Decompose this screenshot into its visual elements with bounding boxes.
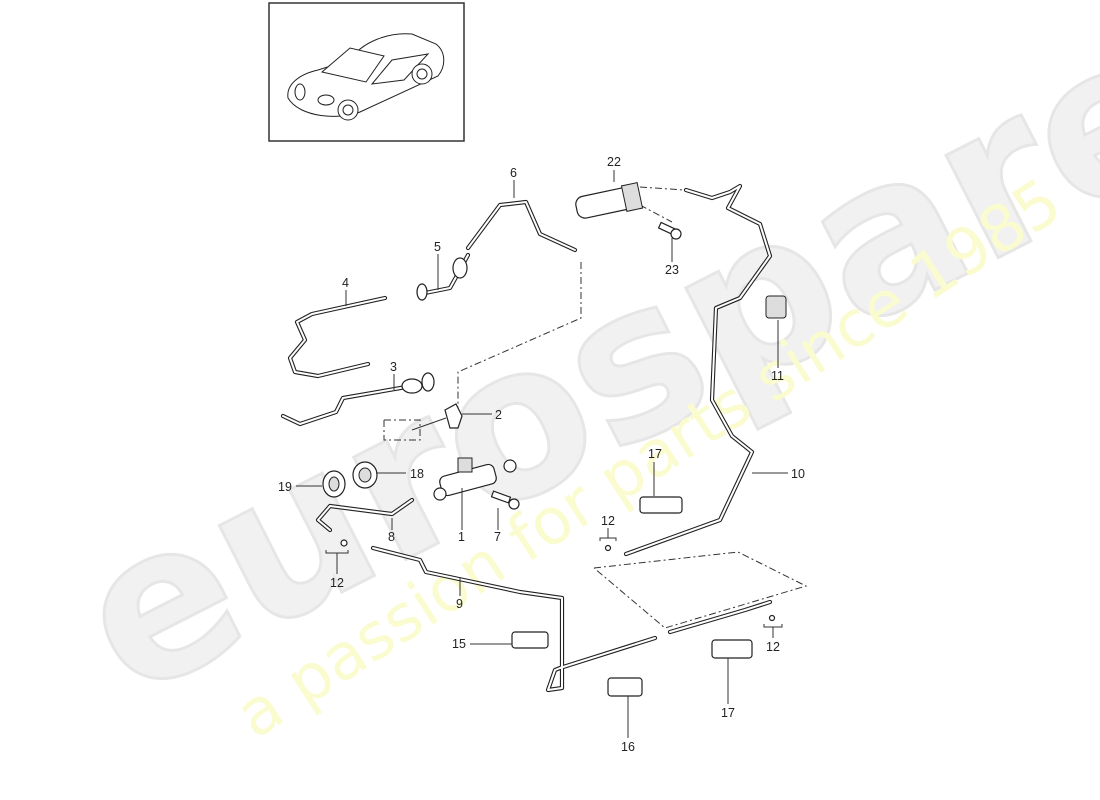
clip-icon [711, 639, 753, 659]
nut-icon [768, 614, 776, 622]
leader-lines [296, 170, 788, 738]
callout-17a[interactable]: 17 [648, 447, 662, 461]
callout-22[interactable]: 22 [607, 155, 621, 169]
grommet-icon [421, 372, 435, 392]
car-icon [287, 33, 445, 121]
callout-15[interactable]: 15 [452, 637, 466, 651]
clip-icon [607, 677, 643, 697]
grommet-icon [416, 283, 428, 301]
callout-4[interactable]: 4 [342, 276, 349, 290]
nut-icon [604, 544, 612, 552]
callout-8[interactable]: 8 [388, 530, 395, 544]
callout-7[interactable]: 7 [494, 530, 501, 544]
seal-ring-icon [322, 470, 346, 498]
pipes [280, 183, 773, 693]
clip-icon [639, 496, 683, 514]
callout-10[interactable]: 10 [791, 467, 805, 481]
bolt-icon [657, 221, 682, 240]
callout-1[interactable]: 1 [458, 530, 465, 544]
callout-18[interactable]: 18 [410, 467, 424, 481]
callout-23[interactable]: 23 [665, 263, 679, 277]
watermark-brand: eurospares [41, 0, 1100, 745]
callout-12a[interactable]: 12 [330, 576, 344, 590]
watermark: eurospares a passion for parts since 198… [40, 0, 1100, 753]
callout-12c[interactable]: 12 [766, 640, 780, 654]
clip-icon [765, 295, 787, 319]
vehicle-thumbnail [268, 2, 465, 142]
bolt-icon [490, 490, 520, 510]
callout-3[interactable]: 3 [390, 360, 397, 374]
seal-ring-icon [352, 461, 378, 489]
callout-labels: 22 6 5 4 3 2 23 11 10 17 19 18 1 7 8 12 … [278, 155, 805, 754]
master-cylinder-icon [433, 457, 517, 501]
grommet-icon [452, 257, 468, 279]
callout-2[interactable]: 2 [495, 408, 502, 422]
callout-19[interactable]: 19 [278, 480, 292, 494]
elbow-fitting-icon [444, 403, 463, 429]
callout-9[interactable]: 9 [456, 597, 463, 611]
assembly-dash-lines [383, 186, 808, 629]
callout-12b[interactable]: 12 [601, 514, 615, 528]
nut-icon [340, 539, 348, 547]
clip-icon [511, 631, 549, 649]
grommet-icon [401, 378, 423, 394]
callout-5[interactable]: 5 [434, 240, 441, 254]
slave-cylinder-icon [575, 182, 644, 219]
callout-17b[interactable]: 17 [721, 706, 735, 720]
parts [322, 182, 787, 697]
callout-6[interactable]: 6 [510, 166, 517, 180]
callout-11[interactable]: 11 [771, 369, 784, 383]
callout-16[interactable]: 16 [621, 740, 635, 754]
